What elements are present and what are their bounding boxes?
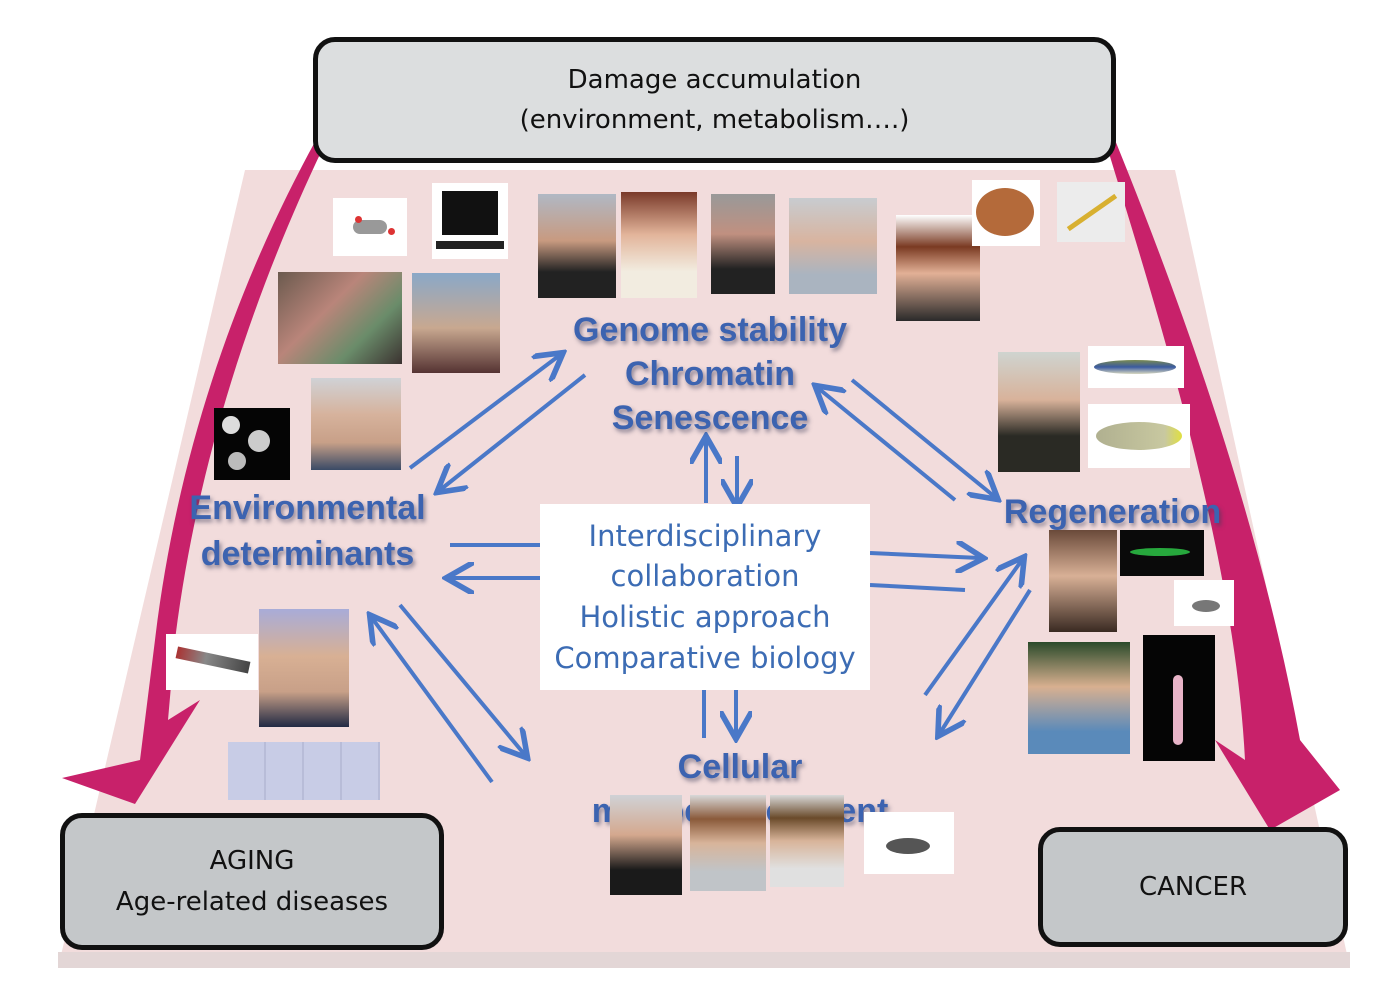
researcher-portrait [789, 198, 877, 294]
arrow-env-to-micro [398, 603, 525, 755]
coral-image [278, 272, 402, 364]
relation-arrows [372, 355, 1032, 784]
arrow-genome-to-env [440, 373, 587, 490]
blood-sample-image [166, 634, 258, 690]
molecule-image [333, 198, 407, 256]
researcher-portrait [896, 215, 980, 321]
arrow-regen-to-center [869, 583, 966, 592]
center-line-4: Comparative biology [554, 640, 856, 675]
killifish-image [1088, 404, 1190, 468]
zebrafish-image [1088, 346, 1184, 388]
genome-line-2: Chromatin [625, 355, 795, 394]
damage-subtitle: (environment, metabolism….) [519, 105, 910, 135]
aging-subtitle: Age-related diseases [115, 886, 389, 917]
researcher-portrait [259, 609, 349, 727]
cancer-title: CANCER [1138, 871, 1248, 902]
tissue-histology-image [228, 742, 380, 800]
hydra-image [1143, 635, 1215, 761]
dna-helix-image [1057, 182, 1125, 242]
researcher-portrait [621, 192, 697, 298]
environmental-line-1: Environmental [189, 489, 426, 527]
genome-line-3: Senescence [611, 399, 809, 438]
center-line-2: collaboration [610, 559, 800, 594]
bottom-band [58, 952, 1350, 968]
researcher-portrait [690, 795, 766, 891]
center-line-3: Holistic approach [579, 600, 831, 634]
aging-title: AGING [209, 846, 295, 877]
arrow-center-to-regen [869, 553, 980, 558]
center-approach-box: Interdisciplinary collaboration Holistic… [540, 504, 870, 690]
mouse-image [1174, 580, 1234, 626]
mitochondrion-image [972, 180, 1040, 246]
cancer-outcome-box: CANCER [1038, 827, 1348, 947]
researcher-portrait [998, 352, 1080, 472]
environmental-determinants-label: Environmental determinants [185, 486, 430, 578]
arrow-micro-to-regen [940, 588, 1032, 733]
damage-accumulation-box: Damage accumulation (environment, metabo… [313, 37, 1116, 163]
environmental-line-2: determinants [200, 534, 415, 573]
researcher-portrait [1049, 530, 1117, 632]
yeast-cells-image [214, 408, 290, 480]
mouse-image [864, 812, 954, 874]
arrow-micro-to-env [372, 618, 494, 784]
aging-outcome-box: AGING Age-related diseases [60, 813, 444, 950]
genome-stability-label: Genome stability Chromatin Senescence [560, 308, 860, 441]
researcher-portrait [711, 194, 775, 294]
center-line-1: Interdisciplinary [588, 518, 822, 553]
researcher-portrait [311, 378, 401, 470]
researcher-portrait [1028, 642, 1130, 754]
arrow-regen-to-micro [923, 560, 1022, 697]
arrow-genome-to-regen [850, 378, 995, 497]
arrow-regen-to-genome [818, 388, 957, 502]
computer-image [432, 183, 508, 259]
flow-arrow-to-cancer [1108, 140, 1340, 830]
researcher-portrait [412, 273, 500, 373]
arrow-env-to-genome [408, 355, 560, 470]
researcher-portrait [538, 194, 616, 298]
damage-title: Damage accumulation [567, 64, 862, 95]
regeneration-label: Regeneration [1003, 493, 1222, 531]
researcher-portrait [770, 795, 844, 887]
fluorescent-larva-image [1120, 530, 1204, 576]
flow-arrow-to-aging [62, 140, 322, 804]
genome-line-1: Genome stability [573, 311, 847, 349]
researcher-portrait [610, 795, 682, 895]
